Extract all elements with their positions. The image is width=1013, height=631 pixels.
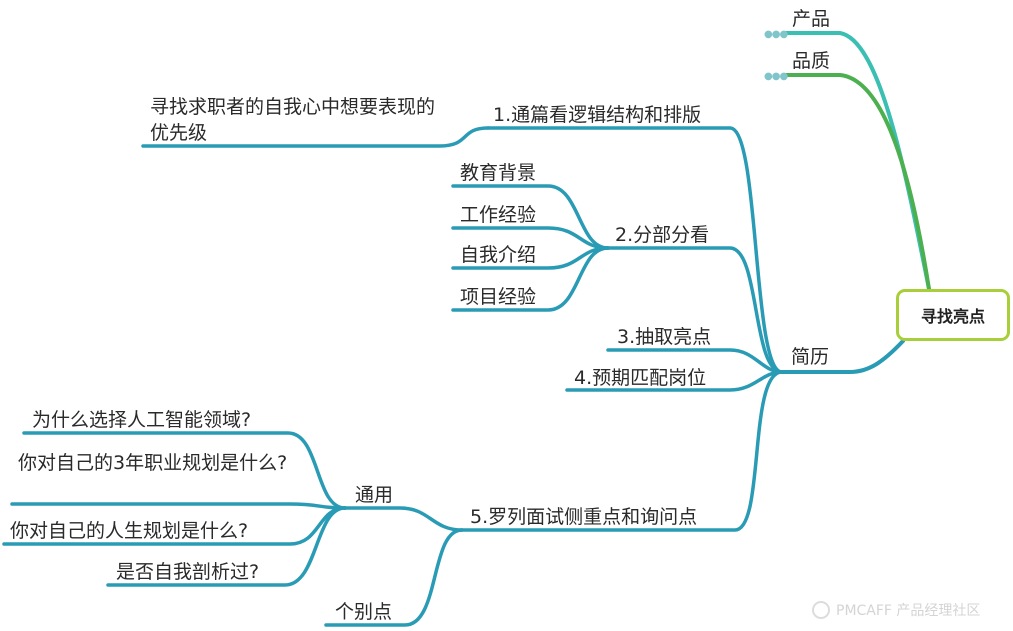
resume-item-1[interactable]: 1.通篇看逻辑结构和排版 xyxy=(493,104,702,126)
question-2[interactable]: 你对自己的3年职业规划是什么? xyxy=(18,452,288,474)
item1-note[interactable]: 寻找求职者的自我心中想要表现的优先级 xyxy=(150,96,436,144)
connector-general-q2 xyxy=(10,502,347,510)
connector-item5-general xyxy=(343,506,464,532)
resume-item-3[interactable]: 3.抽取亮点 xyxy=(617,326,712,348)
root-node[interactable]: 寻找亮点 xyxy=(896,289,1010,341)
watermark: PMCAFF 产品经理社区 xyxy=(812,600,980,620)
connector-resume-item5 xyxy=(460,370,784,532)
resume-item-4[interactable]: 4.预期匹配岗位 xyxy=(574,367,707,389)
item2-child-education[interactable]: 教育背景 xyxy=(460,162,537,184)
connector-item5-individual xyxy=(324,528,464,627)
branch-resume[interactable]: 简历 xyxy=(791,346,830,368)
connector-general-q4 xyxy=(106,506,347,587)
connector-resume-item2 xyxy=(606,246,784,374)
item5-general[interactable]: 通用 xyxy=(355,484,394,506)
item2-child-intro[interactable]: 自我介绍 xyxy=(460,244,537,266)
pmcaff-logo-icon xyxy=(812,601,830,619)
question-3[interactable]: 你对自己的人生规划是什么? xyxy=(10,520,249,542)
branch-quality[interactable]: 品质 xyxy=(792,50,831,72)
branch-product[interactable]: 产品 xyxy=(792,8,831,30)
connector-item2-education xyxy=(451,184,610,250)
item2-child-work[interactable]: 工作经验 xyxy=(460,204,537,226)
connector-root-resume xyxy=(780,339,905,374)
item2-child-project[interactable]: 项目经验 xyxy=(460,286,537,308)
connector-item1-note xyxy=(141,126,490,148)
connector-resume-item1 xyxy=(486,126,784,374)
question-1[interactable]: 为什么选择人工智能领域? xyxy=(32,409,252,431)
collapse-dots-icon[interactable]: ●●● xyxy=(764,71,788,82)
resume-item-5[interactable]: 5.罗列面试侧重点和询问点 xyxy=(470,506,698,528)
collapse-dots-icon[interactable]: ●●● xyxy=(764,29,788,40)
connector-general-q1 xyxy=(22,431,347,510)
root-label: 寻找亮点 xyxy=(920,307,985,326)
watermark-text: PMCAFF 产品经理社区 xyxy=(836,603,981,619)
connector-root-quality xyxy=(782,73,931,291)
resume-item-2[interactable]: 2.分部分看 xyxy=(615,224,710,246)
item5-individual[interactable]: 个别点 xyxy=(335,601,393,623)
connector-item2-project xyxy=(451,246,610,312)
question-4[interactable]: 是否自我剖析过? xyxy=(116,561,260,583)
